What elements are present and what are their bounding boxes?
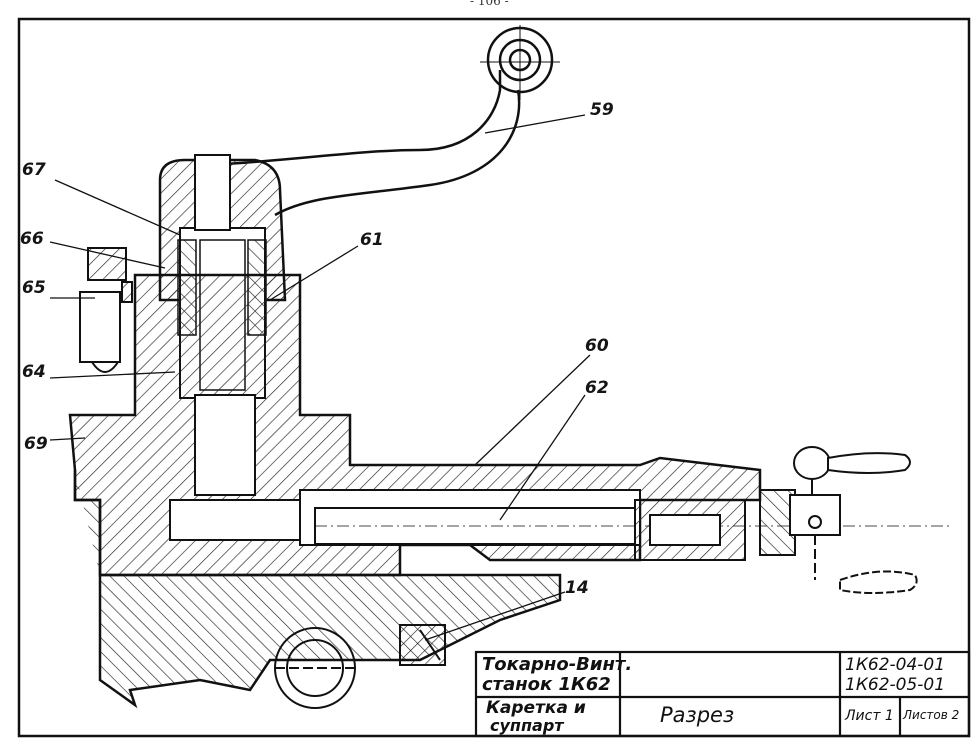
callout-66: 66 (20, 229, 44, 249)
sheet-count: Листов 2 (903, 708, 960, 722)
lever-handle (209, 25, 560, 217)
clamp-screw (79, 247, 133, 373)
callout-61: 61 (360, 230, 384, 250)
handwheel-knob (789, 446, 918, 594)
callout-59: 59 (590, 100, 614, 120)
callout-14: 14 (565, 578, 589, 598)
assembly-name-line2: суппарт (490, 716, 564, 735)
gear-segment (274, 624, 446, 709)
drawing-code-1: 1К62-04-01 (845, 655, 946, 675)
leader-lines (49, 114, 591, 641)
machine-name-line2: станок 1К62 (482, 674, 611, 695)
view-name: Разрез (660, 703, 735, 727)
callout-69: 69 (24, 434, 48, 454)
callout-67: 67 (22, 160, 46, 180)
assembly-name-line1: Каретка и (486, 698, 586, 718)
callout-60: 60 (585, 336, 609, 356)
drawing-code-2: 1К62-05-01 (845, 675, 946, 695)
title-block-frame (474, 650, 971, 738)
callout-64: 64 (22, 362, 46, 382)
callout-62: 62 (585, 378, 609, 398)
machine-name-line1: Токарно-Винт. (482, 654, 633, 675)
feed-shaft (314, 489, 950, 561)
page-number: - 106 - (470, 0, 509, 8)
callout-65: 65 (22, 278, 46, 298)
sheet-number: Лист 1 (845, 708, 894, 724)
